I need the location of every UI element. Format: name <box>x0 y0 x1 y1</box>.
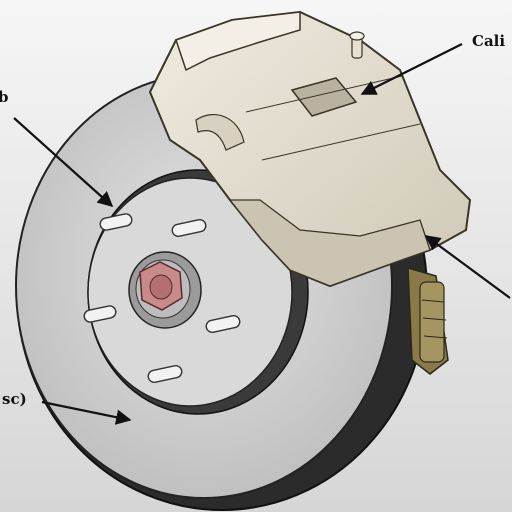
brake-pad-illustration <box>407 266 449 375</box>
lug-nut-illustration <box>139 261 183 311</box>
leader-arrows <box>13 43 511 425</box>
brake-rotor-illustration <box>15 73 428 511</box>
hub-label: b <box>0 88 9 106</box>
wheel-stud <box>83 305 117 323</box>
caliper-arrow <box>360 43 463 95</box>
wheel-stud <box>99 213 133 231</box>
caliper-label: Cali <box>472 32 506 50</box>
wheel-stud <box>205 315 241 333</box>
rotor-arrow <box>41 400 132 425</box>
wheel-stud <box>147 365 183 383</box>
wheel-stud <box>171 219 207 237</box>
wheel-studs <box>83 213 241 383</box>
hub-arrow <box>13 117 114 208</box>
pad-arrow <box>424 235 511 299</box>
rotor-label: sc) <box>2 390 27 408</box>
